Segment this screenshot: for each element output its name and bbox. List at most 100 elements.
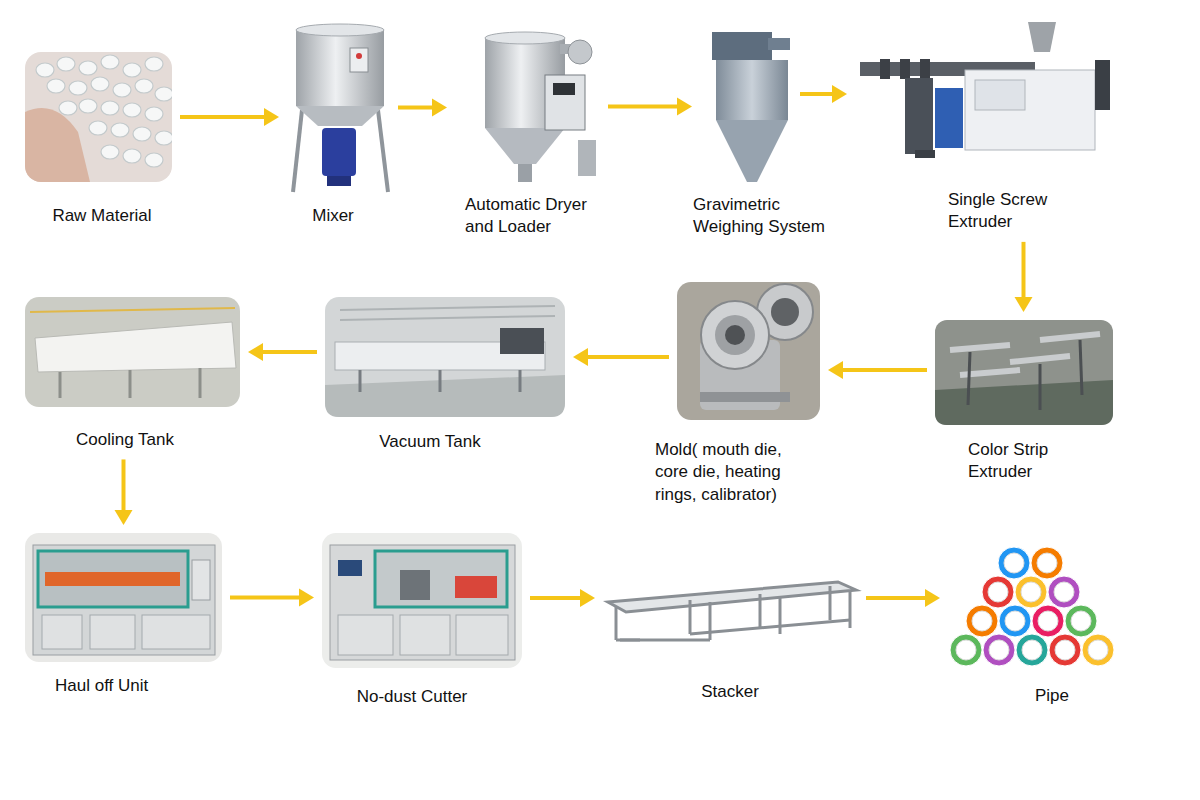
dryer-drawing-part: [578, 140, 596, 176]
stage-label: Haul off Unit: [55, 675, 148, 697]
stacker-drawing-part: [616, 639, 710, 642]
cutter-photo-part: [456, 615, 508, 655]
cutter-photo-part: [322, 533, 522, 668]
cooling-tank-photo-part: [35, 322, 236, 372]
arrow-line: [260, 350, 317, 354]
pellets-photo-part-part: [101, 145, 119, 159]
stage-label: Cooling Tank: [76, 429, 174, 451]
pellets-photo: [25, 52, 172, 182]
cooling-tank-photo-part: [25, 297, 240, 407]
color-extruder-photo-part-part: [1080, 340, 1082, 395]
stage-box: Haul off Unit: [25, 533, 222, 662]
vacuum-tank-photo-part-part: [439, 370, 442, 392]
extruder-drawing-part: [880, 59, 890, 79]
pellets-photo-part-part: [113, 83, 131, 97]
pellets-photo-part-part: [91, 77, 109, 91]
stage-box: Gravimetric Weighing System: [700, 28, 792, 185]
pellets-photo-part-part: [79, 61, 97, 75]
vacuum-tank-photo-part: [500, 328, 544, 354]
extruder-drawing-part: [975, 80, 1025, 110]
arrow-line: [398, 106, 435, 110]
stacker-drawing-part: [615, 606, 618, 640]
dryer-drawing-part: [553, 83, 575, 95]
vacuum-tank-photo-part-part: [340, 316, 555, 320]
color-extruder-photo-part-part: [968, 352, 970, 405]
stage-label: Single Screw Extruder: [948, 189, 1068, 234]
stage-label: Pipe: [1035, 685, 1069, 707]
dryer-drawing-part: [485, 128, 565, 164]
pellets-photo-part-part: [57, 57, 75, 71]
color-extruder-photo-part-part: [950, 345, 1010, 350]
cutter-photo-part: [400, 615, 450, 655]
pipe-stack-part: [1065, 605, 1097, 637]
pellets-photo-part: [36, 55, 172, 167]
extruder-drawing-part: [900, 59, 910, 79]
pipe-stack: [950, 547, 1114, 666]
pipe-stack-part-part: [1038, 611, 1058, 631]
pellets-photo-part-part: [145, 153, 163, 167]
arrow-line: [1022, 242, 1026, 300]
extruder-drawing-part: [965, 70, 1095, 150]
stage-label: Color Strip Extruder: [968, 439, 1078, 484]
color-extruder-photo-part-part: [1039, 364, 1042, 410]
cooling-tank-photo: [25, 297, 240, 407]
dryer-drawing-part: [545, 75, 585, 130]
stage-label: Automatic Dryer and Loader: [465, 194, 610, 239]
cooling-tank-photo-part-part: [129, 370, 132, 398]
pellets-photo-part-part: [123, 63, 141, 77]
arrow-head: [828, 361, 843, 379]
arrow-head: [1015, 297, 1033, 312]
mold-photo-part: [677, 282, 820, 420]
cooling-tank-photo-part-part: [59, 372, 62, 398]
mixer-drawing-part: [293, 110, 302, 192]
stage-label: Vacuum Tank: [379, 431, 480, 453]
color-extruder-photo-part: [935, 320, 1113, 425]
cooling-tank-photo-part: [30, 308, 235, 312]
stage-box: Mixer: [287, 25, 390, 195]
mold-photo-part: [701, 301, 769, 369]
flow-arrow: [398, 99, 447, 117]
pellets-photo-part-part: [111, 123, 129, 137]
arrow-head: [677, 98, 692, 116]
stage-box: Pipe: [948, 548, 1115, 668]
stage-label: No-dust Cutter: [357, 686, 468, 708]
pellets-photo-part-part: [145, 57, 163, 71]
pipe-stack-part-part: [989, 640, 1009, 660]
cooling-tank-photo-part-part: [199, 368, 202, 398]
haul-off-photo-part: [25, 533, 222, 662]
flow-arrow: [608, 98, 692, 116]
stacker-drawing-part: [829, 586, 832, 620]
stage-box: Automatic Dryer and Loader: [455, 20, 600, 190]
flow-arrow: [530, 589, 595, 607]
arrow-line: [180, 115, 267, 119]
pipe-stack-part-part: [1022, 640, 1042, 660]
flow-arrow: [828, 361, 927, 379]
haul-off-photo: [25, 533, 222, 662]
vacuum-tank-photo-part: [360, 370, 520, 392]
weighing-drawing-part: [712, 32, 772, 60]
pellets-photo-part-part: [135, 79, 153, 93]
pipe-stack-part-part: [972, 611, 992, 631]
pellets-photo-part-part: [123, 103, 141, 117]
flow-arrow: [115, 459, 133, 525]
arrow-line: [866, 596, 928, 600]
haul-off-photo-part: [33, 545, 215, 655]
arrow-line: [585, 355, 669, 359]
pellets-photo-part-part: [47, 79, 65, 93]
weighing-drawing-part: [716, 60, 788, 120]
mixer-drawing: [293, 24, 388, 192]
mixer-drawing-part: [296, 24, 384, 36]
mixer-drawing-part: [356, 53, 362, 59]
dryer-drawing-part: [568, 40, 592, 64]
cutter-photo-part: [338, 615, 393, 655]
pipe-stack-part: [1049, 634, 1081, 666]
stage-box: Single Screw Extruder: [855, 18, 1112, 160]
mold-photo: [677, 282, 820, 420]
mixer-drawing-part: [296, 106, 384, 126]
pellets-photo-part-part: [101, 55, 119, 69]
pellets-photo-part: [25, 52, 172, 182]
pipe-stack-part: [1032, 605, 1064, 637]
pipe-stack-part: [956, 553, 1108, 660]
